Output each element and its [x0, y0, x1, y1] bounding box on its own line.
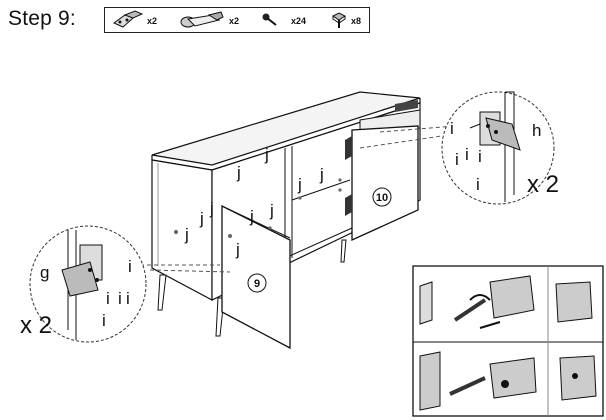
label-j: j [199, 209, 204, 228]
label-i: i [106, 289, 110, 308]
label-i: i [118, 289, 122, 308]
label-j: j [236, 163, 241, 182]
label-i: i [102, 311, 106, 330]
label-i: i [450, 119, 454, 138]
leader-lines [140, 125, 456, 273]
screw-labels-right: i i i i i [450, 119, 482, 194]
label-i: i [128, 257, 132, 276]
label-j: j [319, 165, 324, 184]
label-i: i [455, 150, 459, 169]
hinge-plate-icon [113, 10, 144, 28]
multiplier-right: x 2 [527, 171, 559, 198]
door-9 [221, 204, 291, 350]
label-j: j [184, 225, 189, 244]
label-h: h [532, 121, 541, 140]
label-j: j [269, 201, 274, 220]
qty-knob: x8 [351, 16, 362, 26]
label-i: i [126, 289, 130, 308]
detail-circle-right [441, 91, 555, 205]
detail-circle-left [29, 225, 147, 343]
door-10-number: 10 [376, 192, 388, 204]
door-9-number: 9 [254, 278, 260, 290]
label-i: i [476, 175, 480, 194]
hinge-adjust-inset [412, 265, 604, 417]
label-i: i [465, 145, 469, 164]
label-j: j [264, 145, 269, 164]
door-10 [345, 125, 419, 242]
step-title: Step 9: [8, 7, 76, 30]
screw-icon [262, 13, 277, 26]
qty-hinge-plate: x2 [147, 16, 158, 26]
screw-labels-cabinet: j j j j j j j j j j [184, 145, 324, 259]
label-i: i [478, 147, 482, 166]
knob-icon [332, 12, 346, 28]
label-j: j [235, 240, 240, 259]
parts-list: x2 x2 x24 x8 [104, 7, 370, 33]
label-j: j [297, 175, 302, 194]
label-g: g [40, 263, 49, 282]
screw-dots [174, 178, 342, 238]
qty-hinge-cup: x2 [229, 16, 240, 26]
qty-screw: x24 [291, 16, 307, 26]
multiplier-left: x 2 [20, 312, 52, 339]
screw-labels-left: i i i i i [102, 257, 132, 330]
label-j: j [249, 207, 254, 226]
label-j: j [209, 199, 214, 218]
hinge-cup-icon [180, 11, 224, 28]
